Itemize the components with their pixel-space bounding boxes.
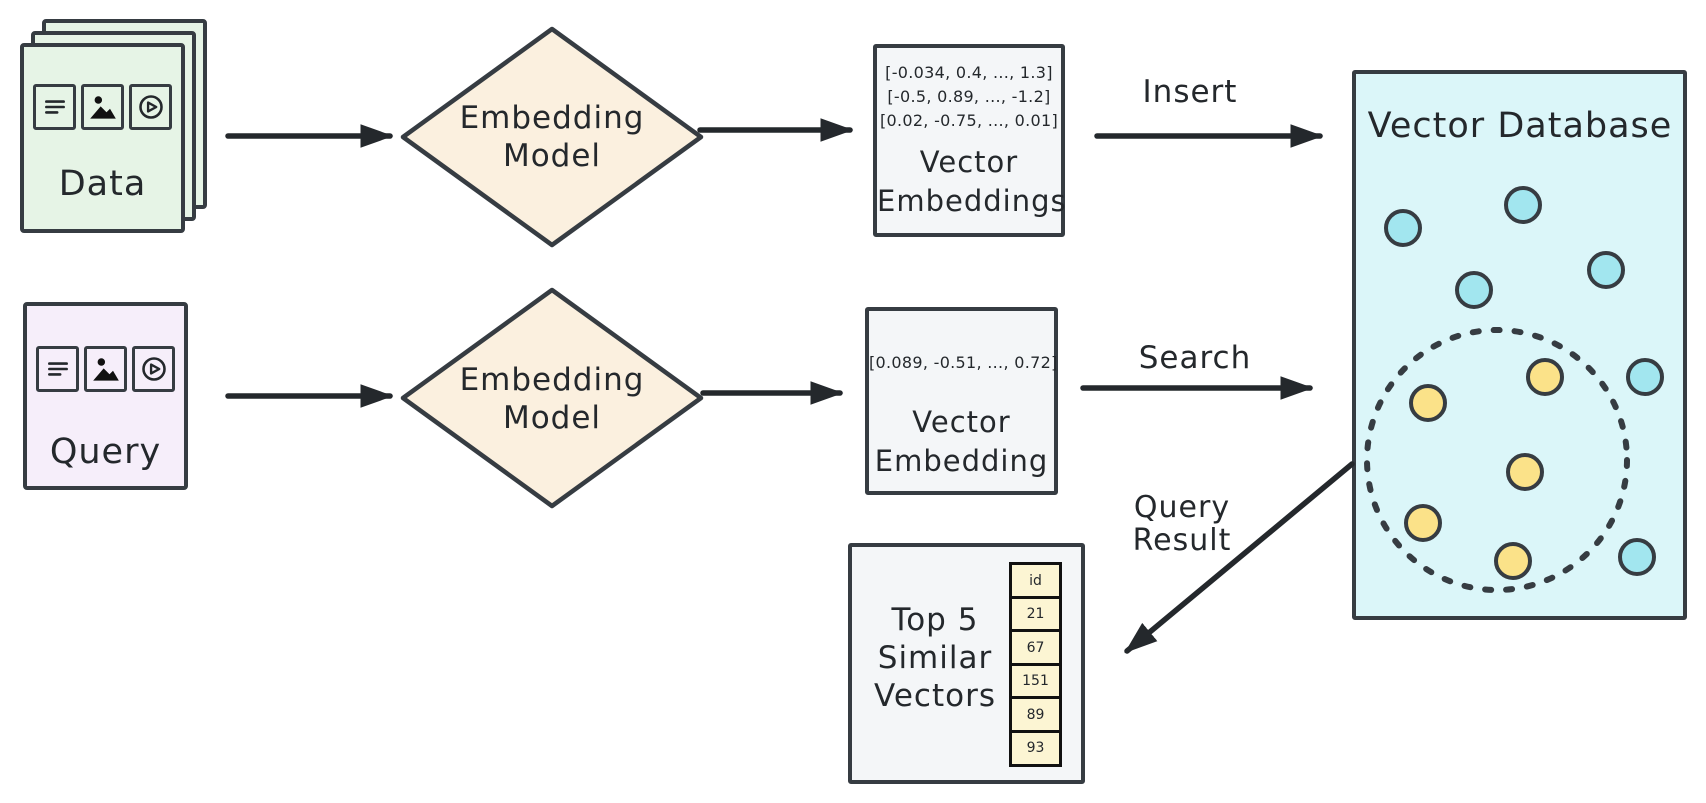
vector-point-cyan [1587,251,1625,289]
document-icon [36,346,79,392]
embedding-values-row: [-0.5, 0.89, ..., -1.2] [887,87,1051,106]
query-result-label-line1: Query [1133,490,1231,525]
vector-embeddings-label: Vector Embeddings [877,143,1067,221]
top5-label-line3: Vectors [874,678,996,714]
embedding-model-bottom-label: Embedding Model [437,361,667,437]
table-cell: 89 [1009,696,1062,733]
vector-database-label: Vector Database [1367,106,1673,146]
video-icon [132,346,175,392]
vector-point-cyan [1626,358,1664,396]
query-result-label-line2: Result [1132,523,1232,558]
embedding-values-row: [-0.034, 0.4, ..., 1.3] [885,63,1053,82]
query-node [23,302,188,490]
document-icon [33,84,76,130]
image-icon [81,84,124,130]
table-cell: 67 [1009,629,1062,666]
vector-point-yellow [1506,453,1544,491]
vector-embeddings-node: [-0.034, 0.4, ..., 1.3] [-0.5, 0.89, ...… [873,44,1067,237]
vector-point-yellow [1409,384,1447,422]
top5-label: Top 5 Similar Vectors [855,601,1015,715]
embedding-model-label-line2: Model [502,400,602,436]
data-media-icons [33,84,172,130]
search-edge-label: Search [1138,340,1252,376]
top5-label-line1: Top 5 [891,602,979,638]
vector-point-yellow [1494,542,1532,580]
embedding-values-row: [0.02, -0.75, ..., 0.01] [879,111,1059,130]
query-label: Query [49,432,162,472]
vector-embedding-label: Vector Embedding [869,403,1054,481]
result-id-table: id 21 67 151 89 93 [1009,562,1062,767]
image-icon [84,346,127,392]
vector-embeddings-label-line2: Embeddings [877,184,1067,218]
vector-embedding-label-line2: Embedding [874,444,1049,478]
video-icon [129,84,172,130]
vector-embedding-label-line1: Vector [912,405,1011,439]
top5-label-line2: Similar [877,640,993,676]
embedding-model-label-line2: Model [502,138,602,174]
vector-point-cyan [1384,209,1422,247]
query-media-icons [36,346,175,392]
table-cell: 93 [1009,729,1062,767]
embedding-model-label-line1: Embedding [459,100,645,136]
table-cell-header: id [1009,562,1062,599]
insert-edge-label: Insert [1142,74,1238,110]
embedding-model-top-label: Embedding Model [437,99,667,175]
vector-point-cyan [1504,186,1542,224]
query-result-edge-label: Query Result [1082,491,1282,557]
data-node [20,43,185,233]
vector-point-cyan [1618,538,1656,576]
table-cell: 151 [1009,662,1062,700]
vector-embedding-node: [0.089, -0.51, ..., 0.72] Vector Embeddi… [865,307,1058,495]
table-cell: 21 [1009,595,1062,633]
vector-point-yellow [1526,358,1564,396]
vector-embeddings-label-line1: Vector [919,145,1019,179]
embedding-model-label-line1: Embedding [459,362,645,398]
vector-point-cyan [1455,271,1493,309]
data-label: Data [58,164,147,204]
embedding-values-row: [0.089, -0.51, ..., 0.72] [869,353,1058,372]
vector-point-yellow [1404,504,1442,542]
